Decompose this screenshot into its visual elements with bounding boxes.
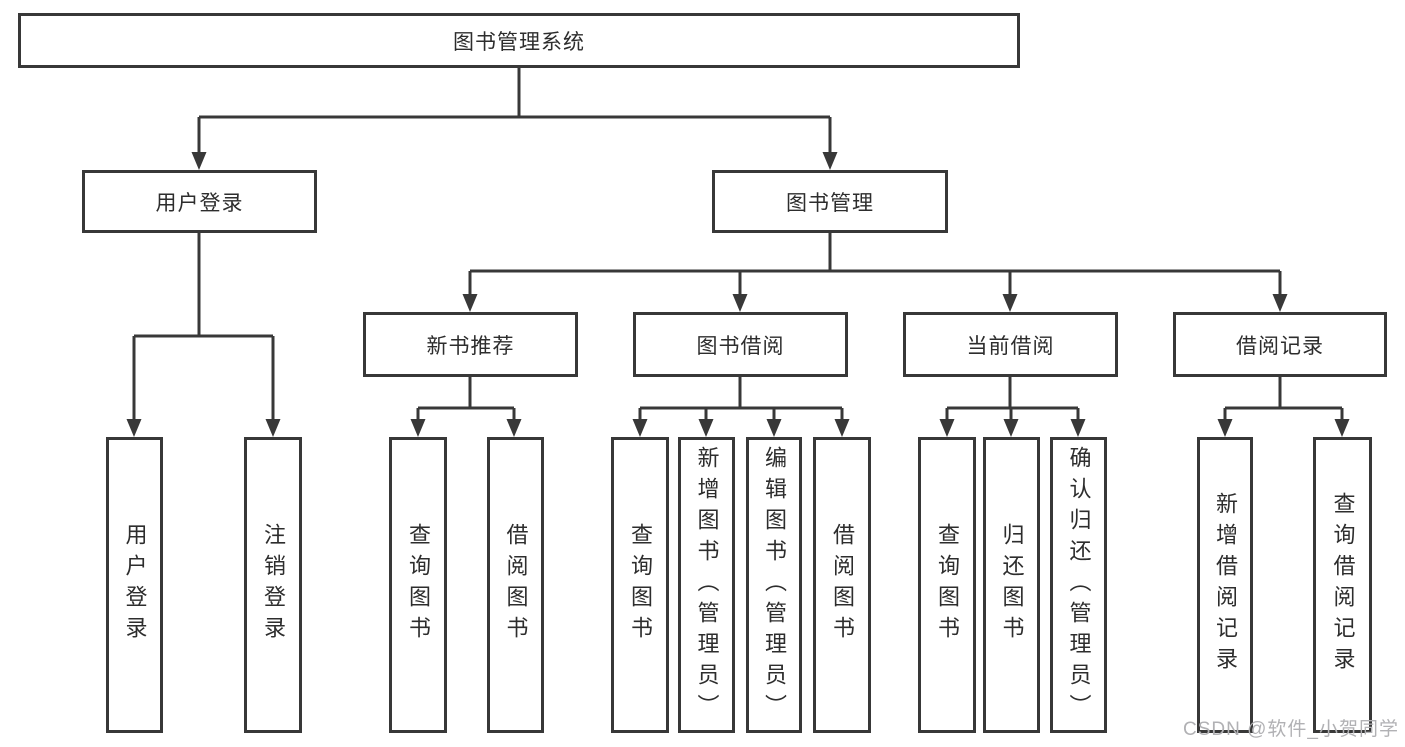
node-leaf-add-record-label: 新增借阅记录 [1213,492,1238,678]
node-leaf-return-book-label: 归还图书 [999,523,1025,647]
node-leaf-query-record-label: 查询借阅记录 [1330,492,1356,678]
node-leaf-logout-label: 注销登录 [261,523,286,647]
node-leaf-query-book-3-label: 查询图书 [935,523,960,647]
node-book-mgmt: 图书管理 [712,170,948,233]
node-user-login: 用户登录 [82,170,317,233]
node-leaf-return-book: 归还图书 [983,437,1040,733]
watermark: CSDN @软件_小贺同学 [1183,719,1399,740]
node-leaf-borrow-book-1-label: 借阅图书 [503,523,529,647]
node-root-label: 图书管理系统 [453,30,585,54]
node-leaf-query-book-3: 查询图书 [918,437,976,733]
node-borrow-records: 借阅记录 [1173,312,1387,377]
node-leaf-user-login: 用户登录 [106,437,163,733]
node-book-mgmt-label: 图书管理 [786,191,874,215]
node-leaf-borrow-book-1: 借阅图书 [487,437,544,733]
node-user-login-label: 用户登录 [155,191,244,215]
node-leaf-query-book-2-label: 查询图书 [628,523,653,647]
node-leaf-add-book: 新增图书（管理员） [678,437,735,733]
node-leaf-user-login-label: 用户登录 [122,523,148,647]
node-leaf-logout: 注销登录 [244,437,302,733]
node-book-borrow-label: 图书借阅 [696,334,785,358]
node-leaf-edit-book: 编辑图书（管理员） [746,437,802,733]
node-leaf-edit-book-label: 编辑图书（管理员） [762,445,787,725]
node-leaf-add-book-label: 新增图书（管理员） [694,445,720,725]
node-leaf-confirm-return-label: 确认归还（管理员） [1066,445,1092,725]
node-root: 图书管理系统 [18,13,1020,68]
node-new-book-rec-label: 新书推荐 [426,334,515,358]
node-new-book-rec: 新书推荐 [363,312,578,377]
arrowheads [126,152,1350,437]
node-current-borrow-label: 当前借阅 [966,334,1055,358]
node-leaf-confirm-return: 确认归还（管理员） [1050,437,1107,733]
node-leaf-query-book-1: 查询图书 [389,437,447,733]
node-leaf-query-book-1-label: 查询图书 [406,523,431,647]
node-borrow-records-label: 借阅记录 [1236,334,1324,358]
node-book-borrow: 图书借阅 [633,312,848,377]
node-leaf-query-book-2: 查询图书 [611,437,669,733]
node-leaf-borrow-book-2: 借阅图书 [813,437,871,733]
node-leaf-borrow-book-2-label: 借阅图书 [830,523,855,647]
node-leaf-add-record: 新增借阅记录 [1197,437,1253,733]
node-leaf-query-record: 查询借阅记录 [1313,437,1372,733]
node-current-borrow: 当前借阅 [903,312,1118,377]
